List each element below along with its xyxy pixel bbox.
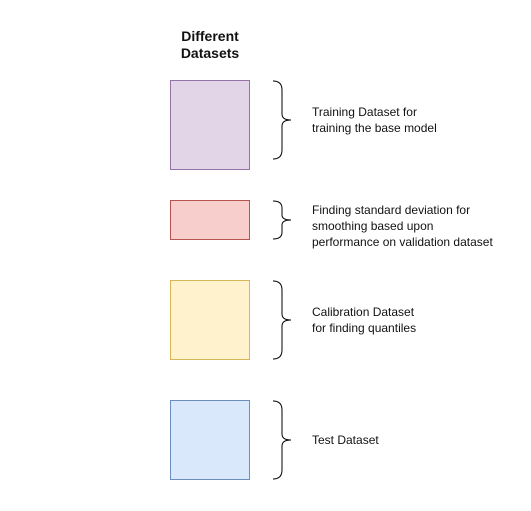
test-dataset-label: Test Dataset xyxy=(312,432,379,448)
test-label-line-1: Test Dataset xyxy=(312,433,379,447)
heading-line-1: Different xyxy=(181,28,239,44)
calibration-dataset-box xyxy=(170,280,250,360)
training-dataset-label: Training Dataset for training the base m… xyxy=(312,104,437,136)
training-label-line-1: Training Dataset for xyxy=(312,105,417,119)
calibration-label-line-2: for finding quantiles xyxy=(312,321,417,335)
calibration-dataset-label: Calibration Dataset for finding quantile… xyxy=(312,304,416,336)
validation-brace-icon xyxy=(272,200,292,240)
validation-label-line-2: smoothing based upon xyxy=(312,219,434,233)
test-brace-icon xyxy=(272,400,292,480)
validation-label-line-3: performance on validation dataset xyxy=(312,235,493,249)
diagram-heading: Different Datasets xyxy=(160,28,260,62)
heading-line-2: Datasets xyxy=(180,45,240,61)
validation-label-line-1: Finding standard deviation for xyxy=(312,203,471,217)
validation-dataset-box xyxy=(170,200,250,240)
training-brace-icon xyxy=(272,80,292,160)
calibration-label-line-1: Calibration Dataset xyxy=(312,305,415,319)
training-label-line-2: training the base model xyxy=(312,121,437,135)
validation-dataset-label: Finding standard deviation for smoothing… xyxy=(312,202,493,250)
test-dataset-box xyxy=(170,400,250,480)
training-dataset-box xyxy=(170,80,250,170)
calibration-brace-icon xyxy=(272,280,292,360)
